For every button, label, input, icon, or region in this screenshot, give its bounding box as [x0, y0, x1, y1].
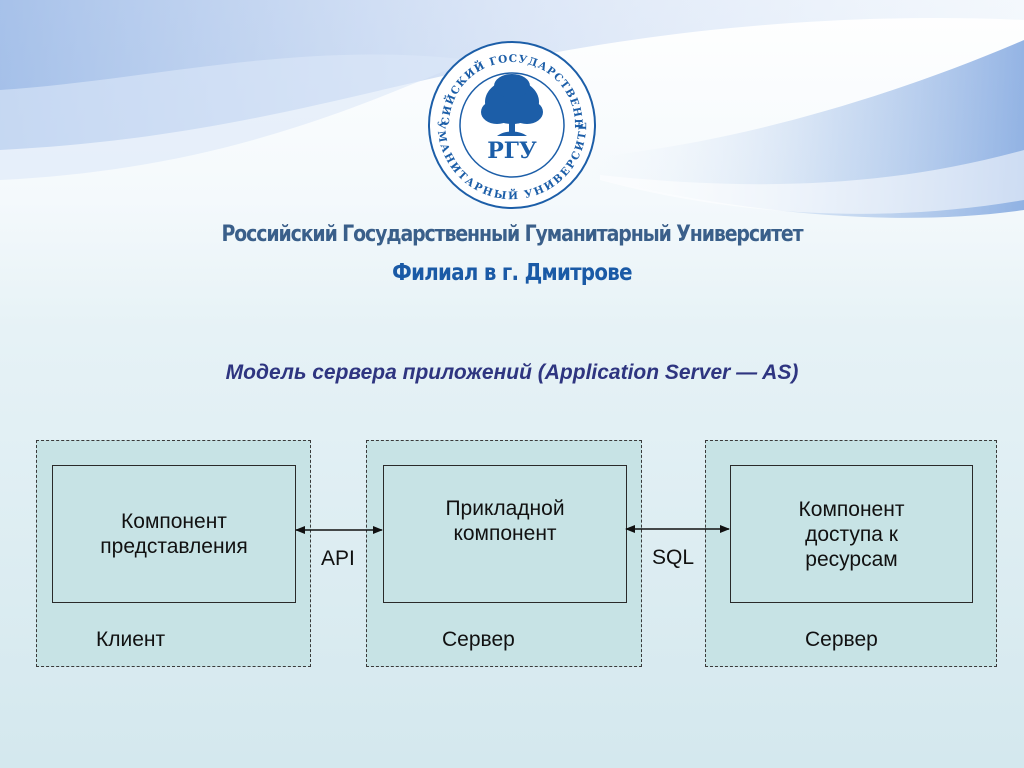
client-group: Компонент представления Клиент — [36, 440, 311, 667]
university-name: Российский Государственный Гуманитарный … — [221, 222, 804, 247]
app-server-group-label: Сервер — [442, 628, 515, 651]
client-group-label: Клиент — [96, 628, 166, 651]
tree-icon — [481, 74, 543, 136]
presentation-component-box: Компонент представления — [52, 465, 296, 603]
background-swoosh — [0, 0, 1024, 218]
svg-text:РГУ: РГУ — [487, 138, 537, 164]
app-server-group: Прикладной компонент Сервер — [366, 440, 642, 667]
application-component-box: Прикладной компонент — [383, 465, 627, 603]
application-component-label: Прикладной компонент — [445, 497, 565, 545]
university-seal-logo: РОССИЙСКИЙ ГОСУДАРСТВЕННЫЙ ГУМАНИТАРНЫЙ … — [427, 40, 596, 209]
resource-server-group-label: Сервер — [805, 628, 878, 651]
resource-server-group: Компонент доступа к ресурсам Сервер — [705, 440, 997, 667]
resource-access-component-box: Компонент доступа к ресурсам — [730, 465, 973, 603]
api-label: API — [321, 547, 355, 570]
slide-title: Модель сервера приложений (Application S… — [225, 361, 799, 384]
presentation-component-label: Компонент представления — [100, 510, 248, 558]
sql-label: SQL — [652, 546, 695, 569]
branch-name: Филиал в г. Дмитрове — [392, 260, 632, 286]
resource-access-component-label: Компонент доступа к ресурсам — [798, 497, 905, 571]
